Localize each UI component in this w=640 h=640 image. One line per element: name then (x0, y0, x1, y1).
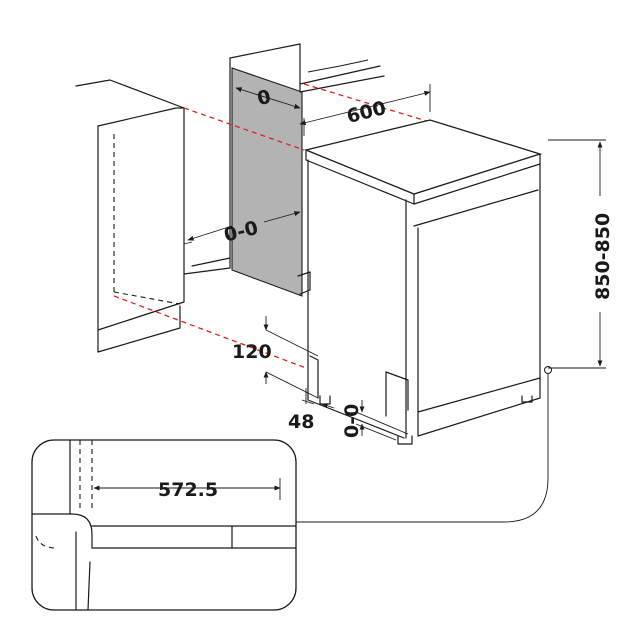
label-width: 600 (344, 97, 388, 128)
label-foot-adjust: 0-0 (341, 404, 363, 438)
dimension-foot-adjust (355, 400, 409, 441)
label-detail-depth: 572.5 (158, 479, 218, 501)
label-foot-inset: 48 (288, 411, 314, 433)
dimension-side-gap (187, 211, 301, 241)
detail-callout-link (296, 366, 552, 523)
dimension-foot-inset (301, 388, 335, 409)
dimension-recess-depth (235, 87, 301, 109)
kitchen-cabinet (75, 79, 193, 353)
dimension-plinth (263, 316, 319, 399)
wall-recess (183, 43, 385, 297)
label-height: 850-850 (592, 213, 614, 300)
dimension-width (299, 84, 431, 136)
label-plinth: 120 (232, 341, 272, 363)
label-recess-depth: 0 (255, 86, 273, 111)
detail-inset (31, 439, 297, 611)
dishwasher-body (303, 119, 543, 445)
dimension-height (548, 139, 606, 369)
